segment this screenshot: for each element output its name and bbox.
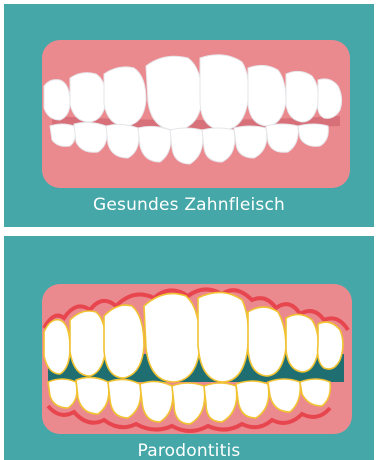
healthy-gums-panel: Gesundes Zahnfleisch (4, 4, 374, 227)
healthy-teeth-illustration (4, 4, 374, 227)
caption-periodontitis: Parodontitis (4, 441, 374, 460)
periodontitis-panel: Parodontitis (4, 236, 374, 460)
caption-healthy-gums: Gesundes Zahnfleisch (4, 195, 374, 215)
periodontitis-teeth-illustration (4, 236, 374, 460)
